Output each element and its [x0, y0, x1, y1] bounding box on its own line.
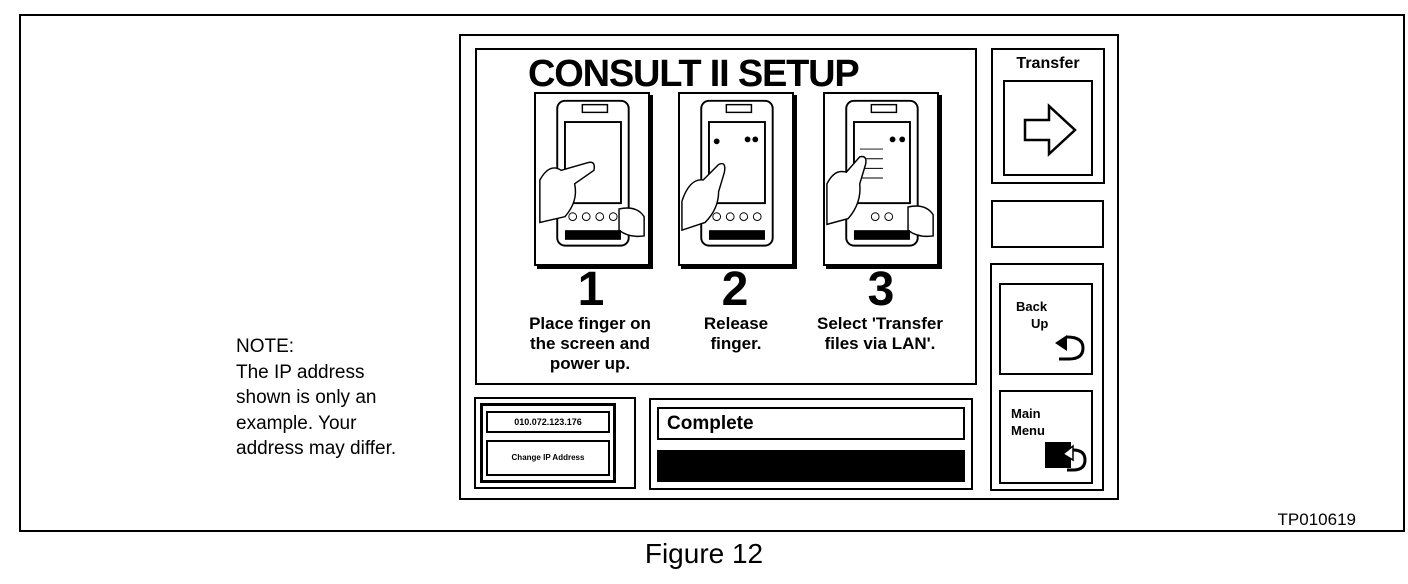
handheld-device-icon [539, 99, 645, 247]
step-1-line: Place finger on [529, 314, 651, 333]
setup-panel [475, 48, 977, 385]
main-menu-label-1: Main [1011, 406, 1041, 421]
note-line: address may differ. [236, 438, 397, 459]
ip-address-field: 010.072.123.176 [486, 411, 610, 433]
step-1-line: power up. [549, 354, 631, 373]
step-2-number: 2 [721, 263, 749, 316]
transfer-button[interactable] [1003, 80, 1093, 176]
step-1-illustration [534, 92, 650, 266]
progress-bar [657, 450, 965, 482]
note-line: The IP address [236, 361, 365, 383]
note-text: NOTE: The IP address shown is only an ex… [236, 334, 446, 462]
blank-display [991, 200, 1104, 248]
figure-id: TP010619 [1277, 510, 1356, 529]
figure-caption: Figure 12 [644, 538, 764, 569]
progress-fill [659, 452, 963, 480]
handheld-device-icon [681, 99, 774, 247]
transfer-label: Transfer [1016, 55, 1080, 72]
step-3-illustration [823, 92, 939, 266]
main-menu-icon [1045, 442, 1087, 472]
arrow-right-icon [1023, 103, 1077, 157]
figure-frame [19, 14, 1405, 532]
note-line: NOTE: [236, 336, 295, 357]
step-2-illustration [678, 92, 794, 266]
step-2-line: Release [703, 314, 769, 333]
step-2-line: finger. [710, 334, 762, 353]
step-3-line: files via LAN'. [824, 334, 936, 353]
step-3-number: 3 [867, 263, 895, 316]
back-up-button[interactable]: Back Up [999, 283, 1093, 375]
return-arrow-icon [1055, 335, 1085, 361]
change-ip-address-button[interactable]: Change IP Address [486, 440, 610, 476]
main-menu-label-2: Menu [1011, 423, 1045, 438]
setup-title: CONSULT II SETUP [528, 53, 860, 95]
consult-screen [459, 34, 1119, 500]
step-2-text: Release finger. [651, 314, 821, 354]
note-line: example. Your [236, 412, 357, 434]
handheld-device-icon [826, 99, 934, 247]
status-text: Complete [657, 407, 965, 440]
step-1-number: 1 [577, 263, 605, 316]
step-1-text: Place finger on the screen and power up. [505, 314, 675, 374]
main-menu-button[interactable]: Main Menu [999, 390, 1093, 484]
back-up-label-2: Up [1031, 316, 1049, 331]
step-3-line: Select 'Transfer [817, 314, 943, 333]
step-3-text: Select 'Transfer files via LAN'. [795, 314, 965, 354]
note-line: shown is only an [236, 387, 377, 408]
back-up-label-1: Back [1016, 299, 1048, 314]
step-1-line: the screen and [530, 334, 650, 353]
